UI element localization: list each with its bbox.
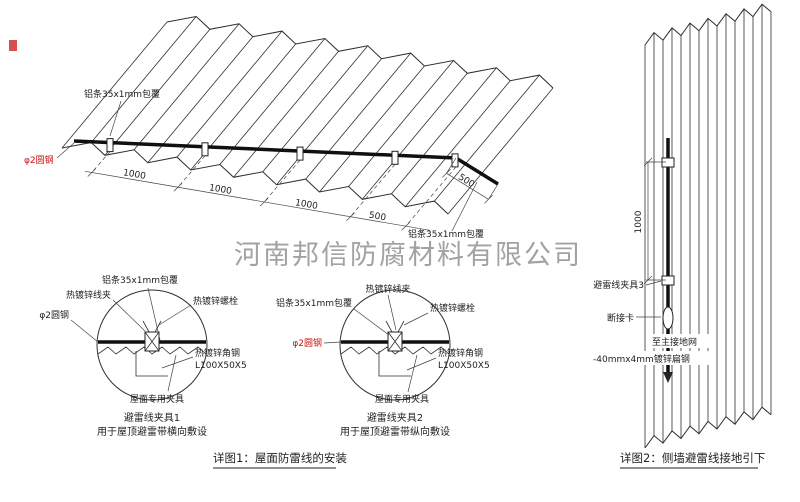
detail2-leader-roof-clamp (407, 354, 418, 393)
detail2-leader-angle (406, 357, 437, 371)
wall-dimension (643, 157, 666, 285)
detail2-subtitle: 用于屋顶避雷带纵向敷设 (340, 425, 450, 438)
leader-strip-bottom (451, 181, 478, 232)
detail2-leader-bolt (403, 312, 429, 326)
label-disconnect: 断接卡 (607, 312, 634, 324)
detail2-label-angle-size: L100X50X5 (438, 361, 490, 371)
label-clamp3: 避雷线夹具3 (593, 279, 644, 291)
label-round-steel: φ2圆钢 (24, 154, 54, 166)
label-flat-steel: -40mmx4mm镀锌扁钢 (593, 353, 690, 365)
detail1-label-angle-size: L100X50X5 (195, 361, 247, 371)
detail2-label-angle: 热镀锌角钢 (438, 347, 483, 359)
label-aluminum-strip-top: 铝条35x1mm包覆 (84, 88, 160, 100)
dim-1000-c: 1000 (294, 198, 319, 212)
dim-500-b: 500 (456, 173, 476, 191)
downlead-clamp-a (661, 157, 675, 168)
detail1-title: 避雷线夹具1 (124, 411, 180, 424)
dim-1000-b: 1000 (208, 183, 233, 197)
detail2-clamp-cross (387, 331, 403, 352)
dim-1000-a: 1000 (122, 168, 147, 182)
detail1-label-angle: 热镀锌角钢 (195, 347, 240, 359)
detail1-label-wire-clamp: 热镀锌线夹 (66, 289, 111, 301)
detail2-leader-strip (353, 308, 390, 336)
detail1-angle-steel (135, 351, 168, 377)
detail1-leader-strip (147, 287, 161, 341)
leader-strip-top (109, 100, 122, 137)
clamp-extension-lines (91, 151, 457, 227)
detail-circle-1: 铝条35x1mm包覆 热镀锌线夹 热镀锌螺栓 φ2圆钢 热镀锌角钢 L100X5… (39, 274, 246, 438)
detail2-label-bolt: 热镀锌螺栓 (430, 302, 475, 314)
caption-detail1: 详图1：屋面防雷线的安装 (213, 451, 347, 465)
detail1-leader-roof-clamp (167, 354, 177, 392)
detail-circle-2: 铝条35x1mm包覆 热镀锌线夹 热镀锌螺栓 φ2圆钢 热镀锌角钢 L100X5… (276, 283, 490, 438)
detail1-leader-wire-clamp (112, 299, 146, 332)
detail2-circle (339, 289, 451, 401)
roof-isometric-drawing: 1000 1000 1000 500 500 铝条35x1mm包覆 φ2圆钢 铝… (24, 15, 554, 240)
detail1-label-rod: φ2圆钢 (39, 309, 69, 321)
roof-back-edge (166, 15, 554, 89)
detail2-leader-wire-clamp (387, 294, 397, 331)
label-to-ground: 至主接地网 (652, 336, 697, 348)
detail2-label-roof-clamp: 屋面专用夹具 (375, 393, 429, 405)
detail1-label-bolt: 热镀锌螺栓 (193, 295, 238, 307)
roof-peak-ridge-lines (90, 16, 540, 202)
ground-arrow (663, 372, 673, 383)
wall-dim-1000: 1000 (634, 210, 644, 233)
leader-clamp3 (645, 280, 662, 286)
detail2-label-wire-clamp: 热镀锌线夹 (365, 283, 410, 295)
detail2-label-strip: 铝条35x1mm包覆 (276, 297, 352, 309)
detail2-bolt (385, 320, 405, 333)
disconnect-clamp-symbol (662, 306, 674, 330)
dimension-ticks (87, 168, 410, 231)
detail1-leader-rod (70, 319, 99, 343)
detail1-roof-profile (97, 346, 207, 355)
detail2-leader-rod (323, 341, 342, 344)
detail1-bolt (142, 320, 162, 333)
label-aluminum-strip-bottom: 铝条35x1mm包覆 (408, 228, 484, 240)
wire-clamps (106, 138, 459, 168)
detail1-leader-angle (161, 356, 194, 369)
detail1-leader-bolt (158, 304, 192, 326)
detail2-roof-profile (340, 346, 450, 355)
leader-rod (56, 142, 75, 159)
detail2-angle-steel (378, 351, 411, 377)
dimension-line (84, 170, 431, 231)
detail1-clamp-cross (144, 331, 160, 352)
detail1-label-roof-clamp: 屋面专用夹具 (130, 393, 184, 405)
roof-front-edge (61, 141, 449, 215)
wall-downlead-drawing: 1000 避雷线夹具3 断接卡 至主接地网 -40mmx4mm镀锌扁钢 (590, 3, 772, 449)
red-stamp (9, 40, 17, 51)
detail1-label-strip: 铝条35x1mm包覆 (102, 274, 178, 286)
dim-500-a: 500 (368, 211, 387, 224)
label-bg-flat-steel (590, 351, 712, 365)
captions: 详图1：屋面防雷线的安装 详图2：侧墙避雷线接地引下 (213, 451, 765, 469)
detail2-title: 避雷线夹具2 (367, 411, 423, 424)
detail1-subtitle: 用于屋顶避雷带横向敷设 (97, 425, 207, 438)
roof-valley-ridge-lines (61, 21, 554, 215)
label-bg-to-ground (649, 334, 713, 348)
wall-vertical-ribs (644, 4, 772, 448)
detail1-circle (96, 289, 208, 401)
caption-detail2: 详图2：侧墙避雷线接地引下 (620, 451, 765, 465)
dimension-500-right (442, 157, 499, 204)
downlead-clamp-b (661, 275, 675, 286)
detail2-label-rod: φ2圆钢 (292, 337, 322, 349)
